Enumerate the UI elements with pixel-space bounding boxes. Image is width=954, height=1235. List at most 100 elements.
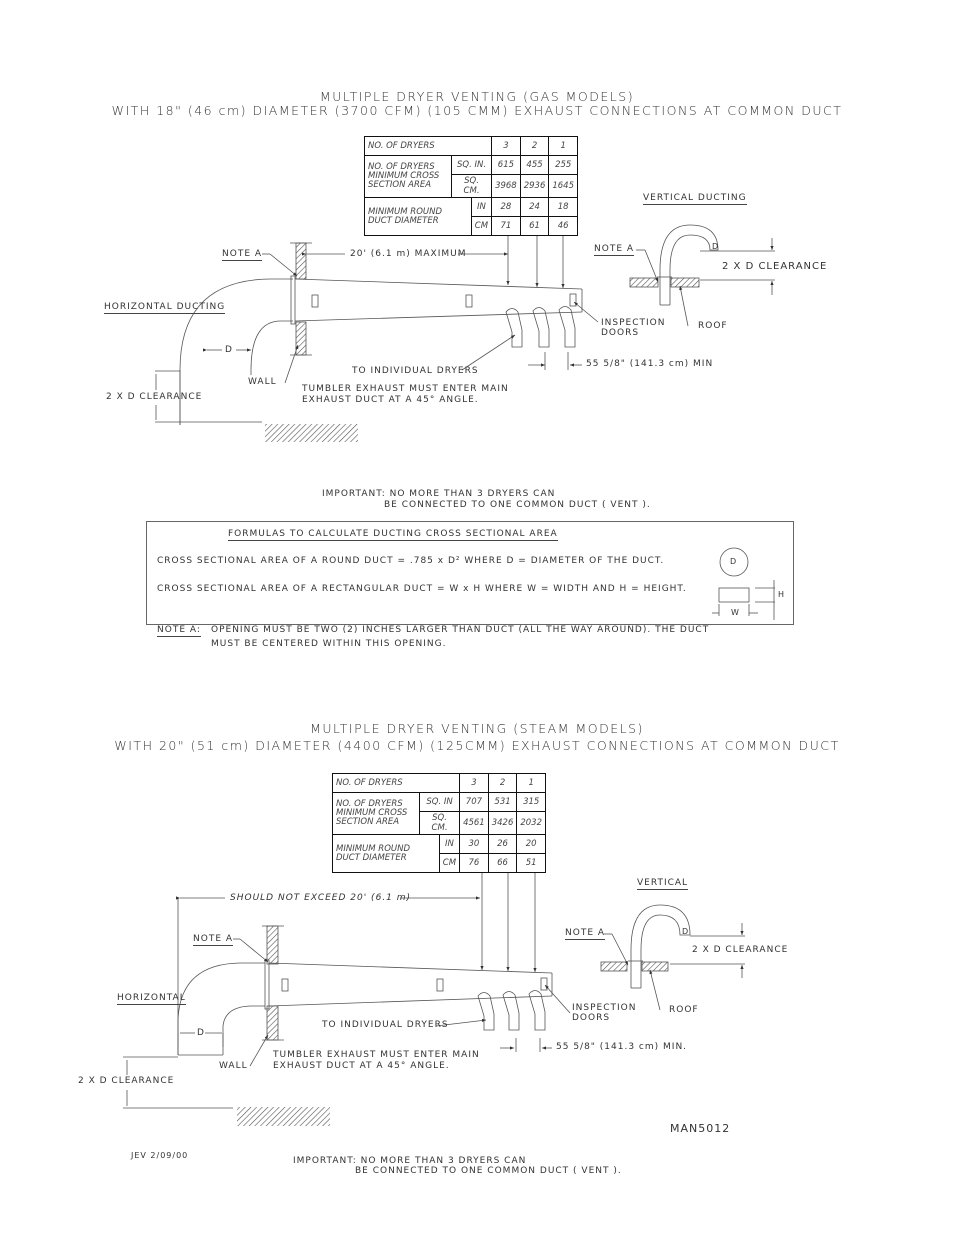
- unit-label: CM: [438, 853, 461, 873]
- tumbler-note-line1: TUMBLER EXHAUST MUST ENTER MAIN: [302, 384, 509, 394]
- table-cell: 531: [487, 792, 518, 812]
- to-dryers-label: TO INDIVIDUAL DRYERS: [352, 366, 479, 376]
- steam-subtitle: WITH 20" (51 cm) DIAMETER (4400 CFM) (12…: [114, 738, 840, 753]
- steam-vertical-label: VERTICAL: [637, 878, 689, 890]
- steam-inspection-label-2: DOORS: [572, 1013, 611, 1023]
- gas-horizontal-diagram: [155, 236, 599, 442]
- max-length-label: 20' (6.1 m) MAXIMUM: [350, 249, 467, 259]
- table-cell: 615: [491, 155, 521, 175]
- table-cell: 20: [516, 834, 546, 854]
- inspection-doors-label-2: DOORS: [601, 328, 640, 338]
- steam-title: MULTIPLE DRYER VENTING (STEAM MODELS): [310, 721, 644, 736]
- area-label: NO. OF DRYERS MINIMUM CROSS SECTION AREA: [364, 155, 452, 198]
- steam-note-a-label: NOTE A: [193, 934, 234, 946]
- vertical-d-label: D: [712, 242, 720, 251]
- note-a-label: NOTE A: [222, 249, 263, 261]
- vertical-clearance-label: 2 X D CLEARANCE: [722, 261, 828, 272]
- note-a-heading: NOTE A:: [157, 625, 201, 637]
- table-cell: 26: [487, 834, 518, 854]
- inspection-doors-label: INSPECTION: [601, 318, 666, 328]
- formulas-box: [146, 521, 794, 625]
- table-cell: 707: [459, 792, 489, 812]
- table-cell: 51: [516, 853, 546, 873]
- wall-label: WALL: [248, 377, 277, 387]
- steam-vertical-diagram: [600, 904, 745, 1011]
- spacing-label: 55 5/8" (141.3 cm) MIN: [586, 359, 714, 369]
- d-label: D: [225, 345, 233, 355]
- document-id: MAN5012: [670, 1122, 731, 1135]
- rect-duct-formula: CROSS SECTIONAL AREA OF A RECTANGULAR DU…: [157, 584, 687, 594]
- clearance-label: 2 X D CLEARANCE: [106, 392, 203, 402]
- table-cell: 61: [519, 216, 550, 236]
- table-cell: 66: [487, 853, 518, 873]
- table-cell: 28: [491, 197, 521, 217]
- steam-roof-label: ROOF: [669, 1005, 699, 1015]
- steam-wall-label: WALL: [219, 1061, 248, 1071]
- roof-label: ROOF: [698, 321, 728, 331]
- unit-label: SQ. IN.: [450, 155, 493, 175]
- steam-requirements-table: NO. OF DRYERS 3 2 1 NO. OF DRYERS MINIMU…: [331, 773, 546, 873]
- table-cell: 46: [548, 216, 578, 236]
- steam-important-line1: IMPORTANT: NO MORE THAN 3 DRYERS CAN: [293, 1156, 527, 1166]
- rect-h-label: H: [778, 590, 786, 599]
- steam-max-length-label: SHOULD NOT EXCEED 20' (6.1 m): [230, 893, 412, 903]
- table-header-label: NO. OF DRYERS: [331, 773, 461, 793]
- table-cell: 71: [491, 216, 521, 236]
- gas-title: MULTIPLE DRYER VENTING (GAS MODELS): [319, 89, 635, 104]
- rect-w-label: W: [731, 608, 740, 617]
- gas-important-line1: IMPORTANT: NO MORE THAN 3 DRYERS CAN: [322, 489, 556, 499]
- table-header-label: NO. OF DRYERS: [363, 136, 493, 156]
- gas-requirements-table: NO. OF DRYERS 3 2 1 NO. OF DRYERS MINIMU…: [363, 136, 578, 236]
- steam-clearance-label: 2 X D CLEARANCE: [78, 1076, 175, 1086]
- horizontal-ducting-label: HORIZONTAL DUCTING: [104, 302, 226, 314]
- table-cell: 1645: [548, 174, 578, 198]
- table-cell: 3: [459, 773, 489, 793]
- unit-label: CM: [470, 216, 493, 236]
- unit-label: SQ. CM.: [450, 174, 493, 198]
- steam-vertical-clearance: 2 X D CLEARANCE: [692, 945, 789, 955]
- note-a-line1: OPENING MUST BE TWO (2) INCHES LARGER TH…: [211, 625, 710, 635]
- table-cell: 3968: [491, 174, 521, 198]
- steam-important-line2: BE CONNECTED TO ONE COMMON DUCT ( VENT )…: [355, 1166, 622, 1176]
- table-cell: 18: [548, 197, 578, 217]
- table-cell: 2: [519, 136, 550, 156]
- area-label: NO. OF DRYERS MINIMUM CROSS SECTION AREA: [332, 792, 420, 835]
- diameter-label: MINIMUM ROUND DUCT DIAMETER: [364, 197, 472, 236]
- tumbler-note-line2: EXHAUST DUCT AT A 45° ANGLE.: [302, 395, 479, 405]
- diameter-label: MINIMUM ROUND DUCT DIAMETER: [332, 834, 440, 873]
- note-a-line2: MUST BE CENTERED WITHIN THIS OPENING.: [211, 639, 447, 649]
- steam-tumbler-line2: EXHAUST DUCT AT A 45° ANGLE.: [273, 1061, 450, 1071]
- steam-tumbler-line1: TUMBLER EXHAUST MUST ENTER MAIN: [273, 1050, 480, 1060]
- steam-spacing-label: 55 5/8" (141.3 cm) MIN.: [556, 1042, 688, 1052]
- table-cell: 255: [548, 155, 578, 175]
- table-cell: 455: [519, 155, 550, 175]
- gas-subtitle: WITH 18" (46 cm) DIAMETER (3700 CFM) (10…: [111, 103, 843, 118]
- gas-important-line2: BE CONNECTED TO ONE COMMON DUCT ( VENT )…: [384, 500, 651, 510]
- round-duct-d-label: D: [730, 557, 738, 566]
- table-cell: 4561: [459, 811, 489, 835]
- steam-vertical-note-a: NOTE A: [565, 928, 606, 940]
- table-cell: 2: [487, 773, 518, 793]
- table-cell: 3: [491, 136, 521, 156]
- unit-label: IN: [438, 834, 461, 854]
- table-cell: 24: [519, 197, 550, 217]
- table-cell: 3426: [487, 811, 518, 835]
- round-duct-formula: CROSS SECTIONAL AREA OF A ROUND DUCT = .…: [157, 556, 665, 566]
- vertical-note-a-label: NOTE A: [594, 244, 635, 256]
- table-cell: 315: [516, 792, 546, 812]
- steam-vertical-d: D: [682, 927, 690, 936]
- steam-inspection-label: INSPECTION: [572, 1003, 637, 1013]
- steam-horizontal-label: HORIZONTAL: [117, 993, 186, 1005]
- unit-label: SQ. CM.: [418, 811, 461, 835]
- table-cell: 76: [459, 853, 489, 873]
- table-cell: 2032: [516, 811, 546, 835]
- table-cell: 1: [548, 136, 578, 156]
- gas-vertical-diagram: [629, 224, 775, 327]
- steam-d-label: D: [197, 1028, 205, 1038]
- vertical-ducting-label: VERTICAL DUCTING: [643, 193, 747, 205]
- formula-diagrams: [712, 547, 775, 620]
- steam-horizontal-diagram: [123, 872, 571, 1126]
- unit-label: IN: [470, 197, 493, 217]
- formulas-title: FORMULAS TO CALCULATE DUCTING CROSS SECT…: [228, 529, 558, 541]
- table-cell: 2936: [519, 174, 550, 198]
